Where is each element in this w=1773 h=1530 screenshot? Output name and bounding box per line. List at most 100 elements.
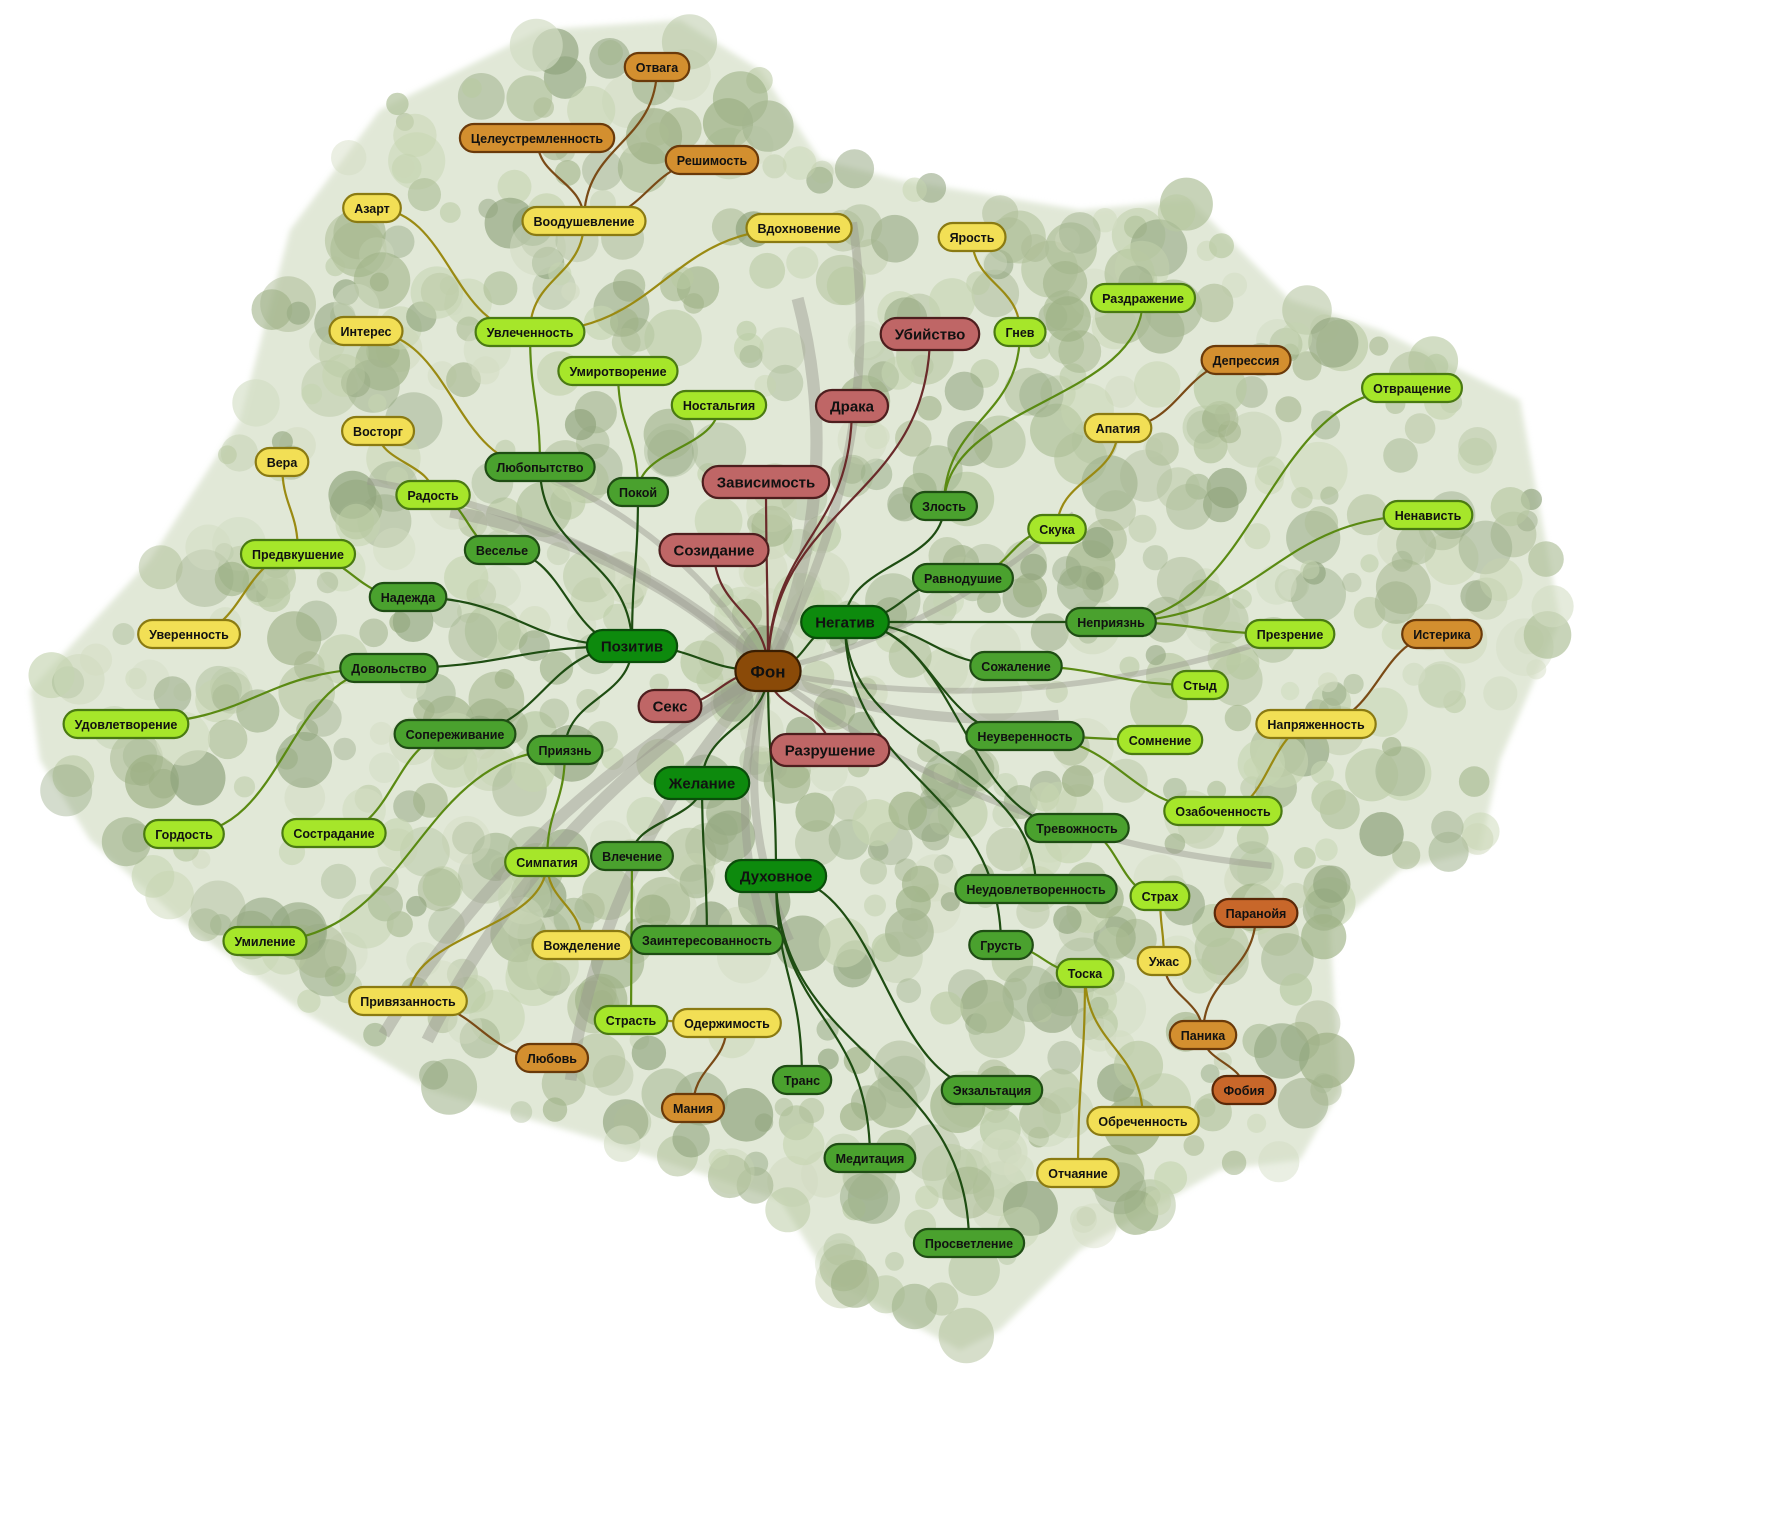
leaf-cluster [185,524,231,571]
edge-fon-spiritual [766,669,778,878]
node-obrechennost[interactable]: Обреченность [1086,1105,1200,1137]
node-isteriya[interactable]: Истерика [1401,618,1483,650]
node-sex[interactable]: Секс [637,688,703,724]
leaf-cluster [901,865,939,903]
node-somnenie[interactable]: Сомнение [1116,724,1204,756]
leaf-cluster [458,508,488,538]
node-vera[interactable]: Вера [254,446,310,478]
node-neudovletvorennost[interactable]: Неудовлетворенность [954,873,1118,905]
leaf-cluster [267,611,322,666]
node-pokoy[interactable]: Покой [606,476,670,508]
leaf-cluster [826,266,866,306]
node-otvaga[interactable]: Отвага [623,51,691,83]
node-napryazhennost[interactable]: Напряженность [1255,708,1377,740]
node-nostalgiya[interactable]: Ностальгия [670,389,768,421]
node-ekzaltatsiya[interactable]: Экзальтация [940,1074,1044,1106]
node-voodushevlenie[interactable]: Воодушевление [521,205,647,237]
node-vesele[interactable]: Веселье [463,534,541,566]
node-otvrashchenie[interactable]: Отвращение [1360,372,1463,404]
node-neuverennost[interactable]: Неуверенность [965,720,1085,752]
node-skuka[interactable]: Скука [1027,513,1087,545]
node-uzhas[interactable]: Ужас [1136,945,1192,977]
node-strast[interactable]: Страсть [593,1004,669,1036]
node-sozidanie[interactable]: Созидание [658,532,770,568]
leaf-cluster [942,1166,995,1219]
node-uvlechennost[interactable]: Увлеченность [474,316,586,348]
node-simpatiya[interactable]: Симпатия [504,846,590,878]
node-negative[interactable]: Негатив [800,604,890,640]
leaf-cluster [864,894,886,917]
node-trans[interactable]: Транс [771,1064,833,1096]
node-predvkushenie[interactable]: Предвкушение [239,538,357,570]
node-zavisimost[interactable]: Зависимость [701,464,831,500]
node-fon[interactable]: Фон [734,649,802,693]
node-azart[interactable]: Азарт [342,192,402,224]
node-prezrenie[interactable]: Презрение [1244,618,1336,650]
node-vdohnovenie[interactable]: Вдохновение [745,212,853,244]
node-fobiya[interactable]: Фобия [1211,1074,1277,1106]
node-spiritual[interactable]: Духовное [724,858,828,894]
node-interes[interactable]: Интерес [328,315,404,347]
node-zainteresovannost[interactable]: Заинтересованность [629,924,784,956]
node-maniya[interactable]: Мания [660,1092,726,1124]
node-ozabochennost[interactable]: Озабоченность [1163,795,1283,827]
node-otchayanie[interactable]: Отчаяние [1036,1157,1120,1189]
leaf-cluster [968,1001,1026,1059]
node-yarost[interactable]: Ярость [937,221,1007,253]
node-uverennost[interactable]: Уверенность [137,618,241,650]
leaf-cluster [783,528,815,561]
node-privyazannost[interactable]: Привязанность [348,985,468,1017]
node-nenavist[interactable]: Ненависть [1382,499,1474,531]
node-grust[interactable]: Грусть [968,929,1034,961]
node-nepriyazn[interactable]: Неприязнь [1065,606,1157,638]
node-soperezhivanie[interactable]: Сопереживание [393,718,517,750]
node-priyazn[interactable]: Приязнь [526,734,604,766]
node-razdrazhenie[interactable]: Раздражение [1089,282,1197,314]
node-gordost[interactable]: Гордость [143,818,225,850]
node-ravnodushie[interactable]: Равнодушие [911,562,1015,594]
leaf-cluster [297,989,321,1013]
node-radost[interactable]: Радость [395,479,471,511]
node-oderzhimost[interactable]: Одержимость [672,1007,782,1039]
node-meditatsiya[interactable]: Медитация [823,1142,917,1174]
node-vozhdelenie[interactable]: Вожделение [531,929,633,961]
node-sostradanie[interactable]: Сострадание [281,817,387,849]
node-nadezhda[interactable]: Надежда [368,581,448,613]
node-toska[interactable]: Тоска [1055,957,1115,989]
node-umilenie[interactable]: Умиление [222,925,308,957]
node-sozhalenie[interactable]: Сожаление [969,650,1063,682]
leaf-cluster [1290,566,1347,623]
node-prosvetlenie[interactable]: Просветление [912,1227,1026,1259]
node-panika[interactable]: Паника [1168,1019,1238,1051]
node-tseleustremlennost[interactable]: Целеустремленность [458,122,616,154]
node-vlechenie[interactable]: Влечение [589,840,674,872]
leaf-cluster [462,78,482,98]
node-trevozhnost[interactable]: Тревожность [1024,812,1130,844]
node-uvlechennost-box [474,316,586,348]
node-lyubopytstvo[interactable]: Любопытство [484,451,596,483]
node-depressiya[interactable]: Депрессия [1200,344,1292,376]
node-zlost[interactable]: Злость [909,490,978,522]
node-desire[interactable]: Желание [653,765,751,801]
node-umirotvorenie[interactable]: Умиротворение [557,355,679,387]
leaf-cluster [799,1097,825,1124]
node-strakh[interactable]: Страх [1129,880,1191,912]
node-razrushenie[interactable]: Разрушение [769,732,891,768]
leaf-cluster [1294,847,1316,869]
leaf-cluster [1194,283,1234,323]
node-positive[interactable]: Позитив [585,628,679,664]
leaf-cluster [1383,438,1418,473]
node-dovolstvo[interactable]: Довольство [339,652,439,684]
node-apatiya[interactable]: Апатия [1083,412,1153,444]
node-paranoyya[interactable]: Паранойя [1213,897,1299,929]
node-reshimost[interactable]: Решимость [664,144,760,176]
node-draka[interactable]: Драка [814,388,890,424]
node-gnev[interactable]: Гнев [993,316,1047,348]
leaf-cluster [631,1035,667,1071]
node-lyubov[interactable]: Любовь [514,1042,590,1074]
leaf-cluster [1002,965,1059,1023]
node-udovletvorenie[interactable]: Удовлетворение [62,708,190,740]
node-ubiystvo[interactable]: Убийство [879,316,981,352]
node-styd[interactable]: Стыд [1170,669,1229,701]
node-vostorg[interactable]: Восторг [341,415,416,447]
